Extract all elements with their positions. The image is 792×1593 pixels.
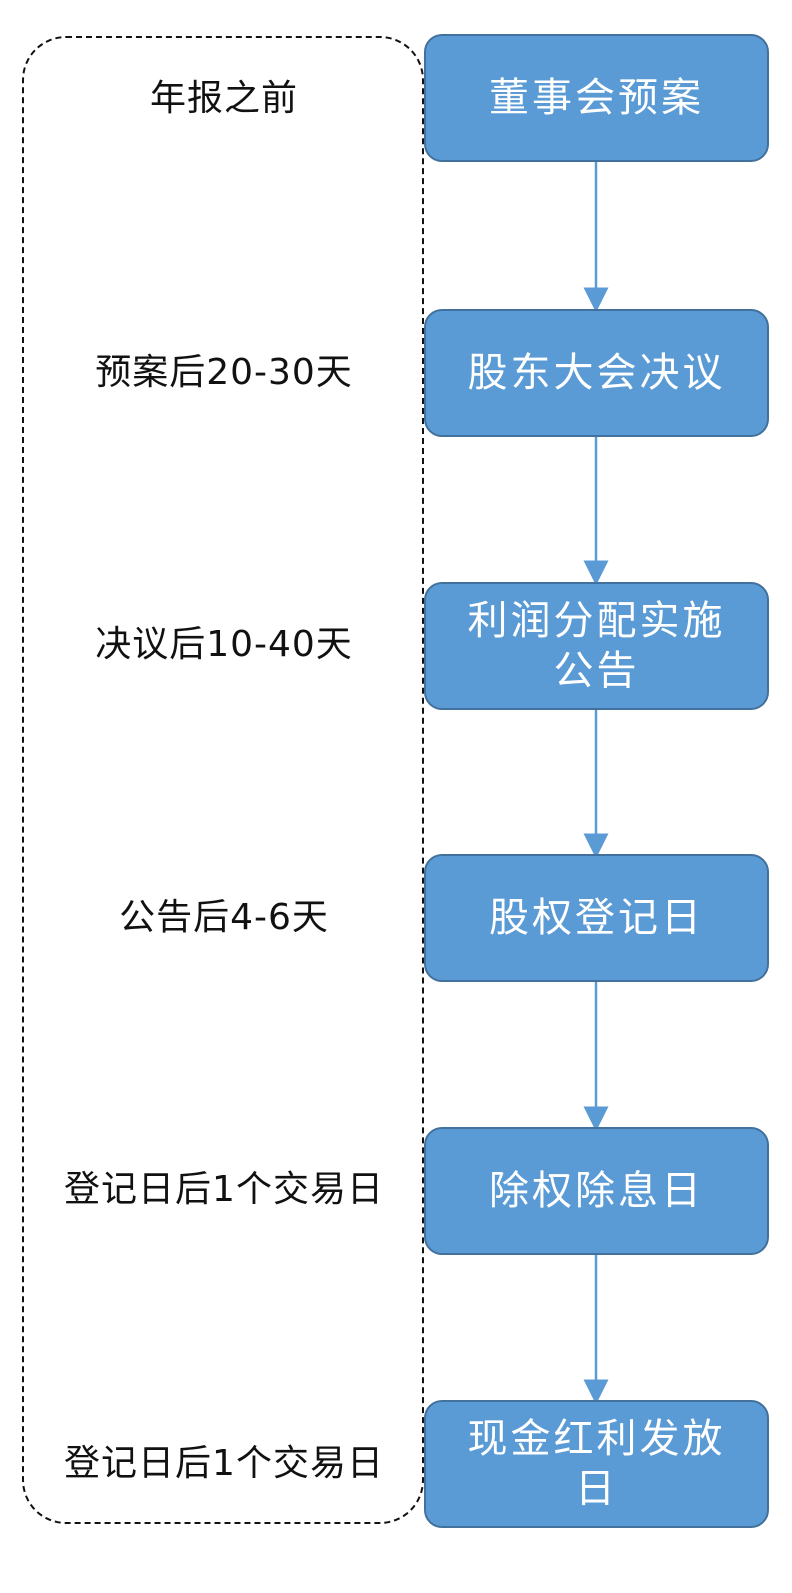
step-box-distribution-announcement: 利润分配实施公告 bbox=[424, 582, 769, 710]
step-label: 利润分配实施公告 bbox=[467, 598, 726, 694]
timing-label-3: 决议后10-40天 bbox=[95, 624, 353, 665]
step-box-cash-dividend-payment-date: 现金红利发放日 bbox=[424, 1400, 769, 1528]
step-label: 股东大会决议 bbox=[467, 350, 726, 396]
timing-label-1: 年报之前 bbox=[149, 78, 298, 119]
timeline-frame bbox=[22, 36, 424, 1524]
step-label: 董事会预案 bbox=[489, 75, 704, 121]
timing-label-4: 公告后4-6天 bbox=[119, 897, 329, 938]
step-box-board-proposal: 董事会预案 bbox=[424, 34, 769, 162]
timing-label-2: 预案后20-30天 bbox=[95, 352, 353, 393]
step-box-record-date: 股权登记日 bbox=[424, 854, 769, 982]
step-label: 股权登记日 bbox=[489, 895, 704, 941]
timing-label-5: 登记日后1个交易日 bbox=[64, 1169, 384, 1210]
timing-label-6: 登记日后1个交易日 bbox=[64, 1443, 384, 1484]
step-box-shareholder-resolution: 股东大会决议 bbox=[424, 309, 769, 437]
step-box-ex-dividend-date: 除权除息日 bbox=[424, 1127, 769, 1255]
step-label: 除权除息日 bbox=[489, 1168, 704, 1214]
step-label: 现金红利发放日 bbox=[467, 1416, 726, 1512]
